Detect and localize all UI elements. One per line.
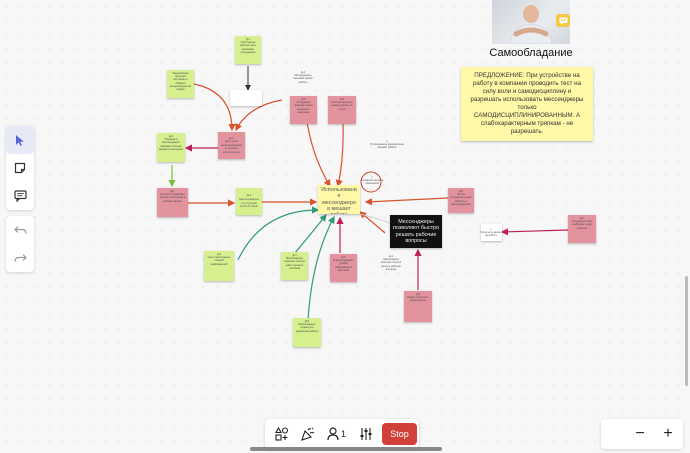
shapes-icon <box>275 427 289 441</box>
offer-text: ПРЕДЛОЖЕНИЕ: При устройстве на работу в … <box>470 72 584 135</box>
sticky-note[interactable]: Уведомления приходят постоянно и сбивают… <box>167 70 194 98</box>
cursor-icon <box>16 134 24 146</box>
comment-tool[interactable] <box>6 182 34 210</box>
portrait-image <box>492 0 570 44</box>
connector <box>294 214 327 254</box>
tool-panel <box>6 126 34 210</box>
highlight-circle <box>360 171 382 193</box>
settings-button[interactable] <box>359 426 373 442</box>
redo-icon <box>13 254 27 262</box>
connector <box>359 211 386 234</box>
zoom-in-button[interactable]: + <box>663 425 673 442</box>
party-popper-icon <box>301 427 315 441</box>
comment-icon <box>13 190 27 202</box>
user-icon <box>327 427 339 441</box>
black-note-text: Мессенджеры позволяют быстро решать рабо… <box>392 218 440 244</box>
comment-icon <box>559 17 567 25</box>
person-illustration <box>509 5 553 44</box>
connector <box>306 121 331 188</box>
undo-icon <box>13 226 27 234</box>
connector <box>335 123 344 188</box>
white-note-right[interactable] <box>481 224 502 241</box>
comment-button[interactable] <box>556 14 570 27</box>
vertical-scrollbar[interactable] <box>685 276 688 386</box>
participant-count: 1 <box>341 429 347 439</box>
offer-sticky-note[interactable]: ПРЕДЛОЖЕНИЕ: При устройстве на работу в … <box>461 67 593 141</box>
sticky-note-tool[interactable] <box>6 154 34 182</box>
select-tool[interactable] <box>6 126 34 154</box>
undo-button[interactable] <box>6 216 34 244</box>
connector <box>307 215 335 321</box>
connector <box>364 197 449 206</box>
bottom-toolbar: 1 Stop <box>265 419 419 449</box>
central-text: Использование мессенджеров мешает работе <box>321 186 357 214</box>
zoom-out-button[interactable]: − <box>635 425 645 442</box>
shapes-button[interactable] <box>275 426 289 442</box>
central-sticky-note[interactable]: 1 Использование мессенджеров мешает рабо… <box>318 185 360 214</box>
history-panel <box>6 216 34 272</box>
connector <box>193 83 236 132</box>
connector <box>500 228 569 236</box>
sticky-note-icon <box>14 162 26 174</box>
celebrate-button[interactable] <box>301 426 315 442</box>
central-number: 1 <box>338 185 340 187</box>
redo-button[interactable] <box>6 244 34 272</box>
white-note-top[interactable] <box>230 90 262 106</box>
connector <box>237 206 320 261</box>
connector <box>235 99 283 132</box>
home-indicator <box>250 447 442 451</box>
black-sticky-note[interactable]: Мессенджеры позволяют быстро решать рабо… <box>390 215 442 248</box>
stop-button[interactable]: Stop <box>382 423 417 445</box>
sliders-icon <box>360 428 372 440</box>
zoom-control: − + <box>601 419 683 449</box>
board-title: Самообладание <box>489 47 573 59</box>
participants-button[interactable]: 1 <box>327 426 346 442</box>
